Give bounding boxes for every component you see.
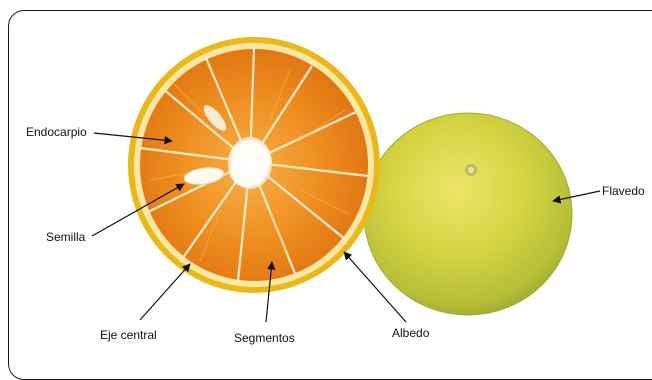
citrus-anatomy-illustration <box>0 0 652 363</box>
label-albedo: Albedo <box>392 326 429 340</box>
label-eje-central: Eje central <box>100 328 157 342</box>
whole-fruit <box>364 113 572 315</box>
label-endocarpio: Endocarpio <box>26 125 87 139</box>
cut-fruit <box>128 37 380 293</box>
label-semilla: Semilla <box>46 230 85 244</box>
label-segmentos: Segmentos <box>234 331 295 345</box>
label-flavedo: Flavedo <box>602 184 645 198</box>
arrow-eje-central <box>140 264 190 320</box>
